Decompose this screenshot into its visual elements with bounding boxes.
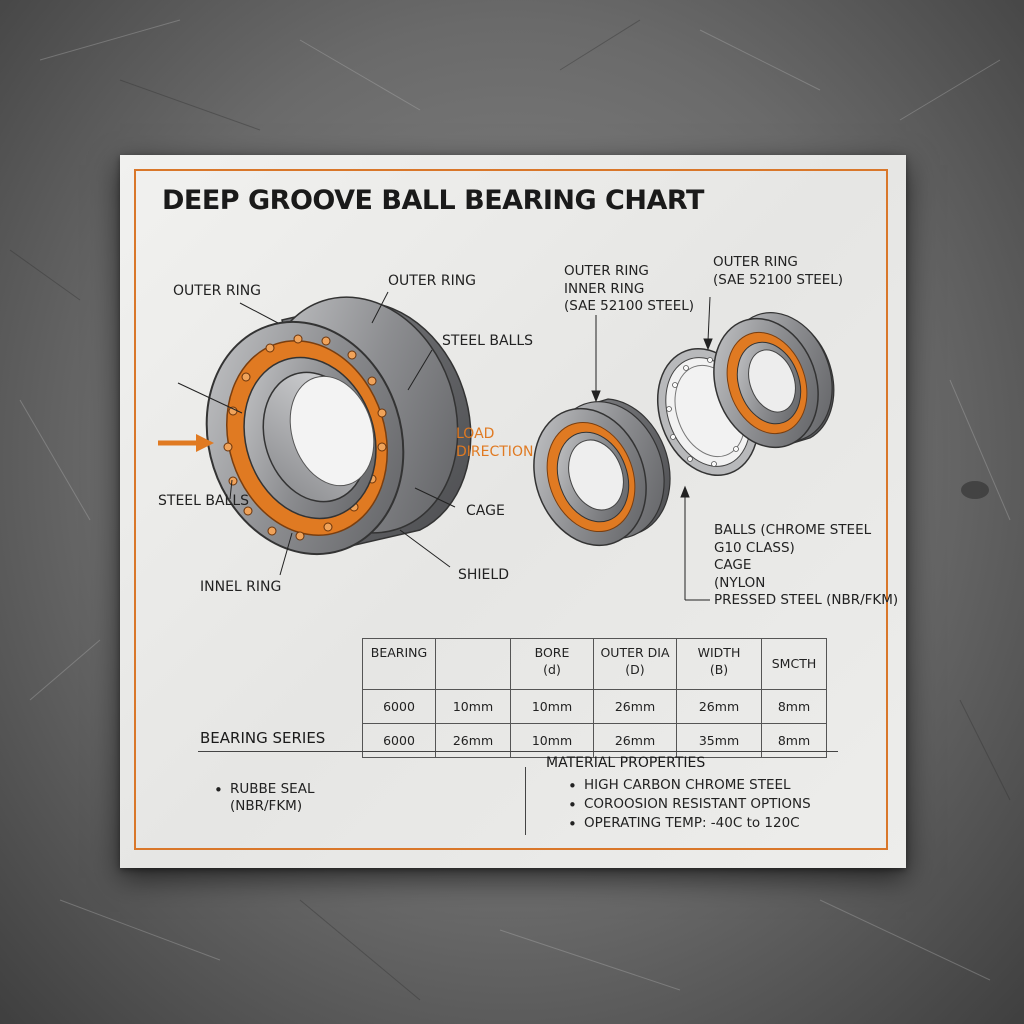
left-leader-lines [177,291,456,576]
label-balls-cage: BALLS (CHROME STEEL G10 CLASS) CAGE (NYL… [714,522,899,609]
table-cell: 35mm [676,723,762,758]
material-properties-heading: MATERIAL PROPERTIES [546,755,706,771]
small-bearing [533,398,671,547]
header-text: BEARING [370,645,428,660]
table-header-cell: BEARING [362,638,436,690]
section-divider [198,751,838,752]
material-item: OPERATING TEMP: -40C to 120C [568,815,800,834]
label-shield: SHIELD [458,567,509,583]
label-steel-balls-left: STEEL BALLS [158,493,250,509]
table-cell: 26mm [593,689,677,724]
table-cell: 8mm [761,689,827,724]
bearing-diagram [158,291,835,601]
bearing-series-item: RUBBE SEAL (NBR/FKM) [214,781,315,815]
chart-title: DEEP GROOVE BALL BEARING CHART [162,185,704,216]
table-header-cell [435,638,511,690]
table-cell: 6000 [362,723,436,758]
header-text: BORE (d) [534,645,570,677]
exploded-outer-ring [713,312,835,449]
large-bearing [205,296,472,556]
table-cell: 6000 [362,689,436,724]
orange-frame [134,169,888,850]
table-header-cell: OUTER DIA (D) [593,638,677,690]
table-cell: 26mm [593,723,677,758]
label-outer-ring-steel: OUTER RING (SAE 52100 STEEL) [713,254,844,288]
table-cell: 26mm [676,689,762,724]
bearing-series-heading: BEARING SERIES [200,729,326,747]
table-header-cell: SMCTH [761,638,827,690]
label-outer-inner-ring: OUTER RING INNER RING (SAE 52100 STEEL) [564,263,695,315]
header-text: WIDTH (B) [697,645,741,677]
label-cage: CAGE [466,503,505,519]
load-arrow [158,434,214,452]
table-row: 6000 26mm 10mm 26mm 35mm 8mm [362,723,827,758]
table-cell: 26mm [435,723,511,758]
table-row: 6000 10mm 10mm 26mm 26mm 8mm [362,689,827,724]
specs-table: BEARING BORE (d) OUTER DIA (D) WIDTH (B)… [362,638,827,758]
table-cell: 10mm [435,689,511,724]
material-item: HIGH CARBON CHROME STEEL [568,777,791,796]
chart-poster: DEEP GROOVE BALL BEARING CHART [120,155,906,868]
label-load-direction: LOAD DIRECTION [456,426,534,461]
label-outer-ring-2: OUTER RING [388,273,477,289]
table-header-cell: BORE (d) [510,638,594,690]
material-item: COROOSION RESISTANT OPTIONS [568,796,811,815]
table-header-cell: WIDTH (B) [676,638,762,690]
right-leader-lines [591,296,713,601]
label-outer-ring-1: OUTER RING [173,283,262,299]
header-text: SMCTH [771,655,817,671]
steel-balls [223,334,387,541]
table-cell: 10mm [510,689,594,724]
table-cell: 10mm [510,723,594,758]
table-cell: 8mm [761,723,827,758]
label-inner-ring: INNEL RING [200,579,282,595]
column-divider [525,767,526,835]
header-text: OUTER DIA (D) [600,645,670,677]
label-steel-balls-right: STEEL BALLS [442,333,534,349]
table-header-row: BEARING BORE (d) OUTER DIA (D) WIDTH (B)… [362,638,827,690]
